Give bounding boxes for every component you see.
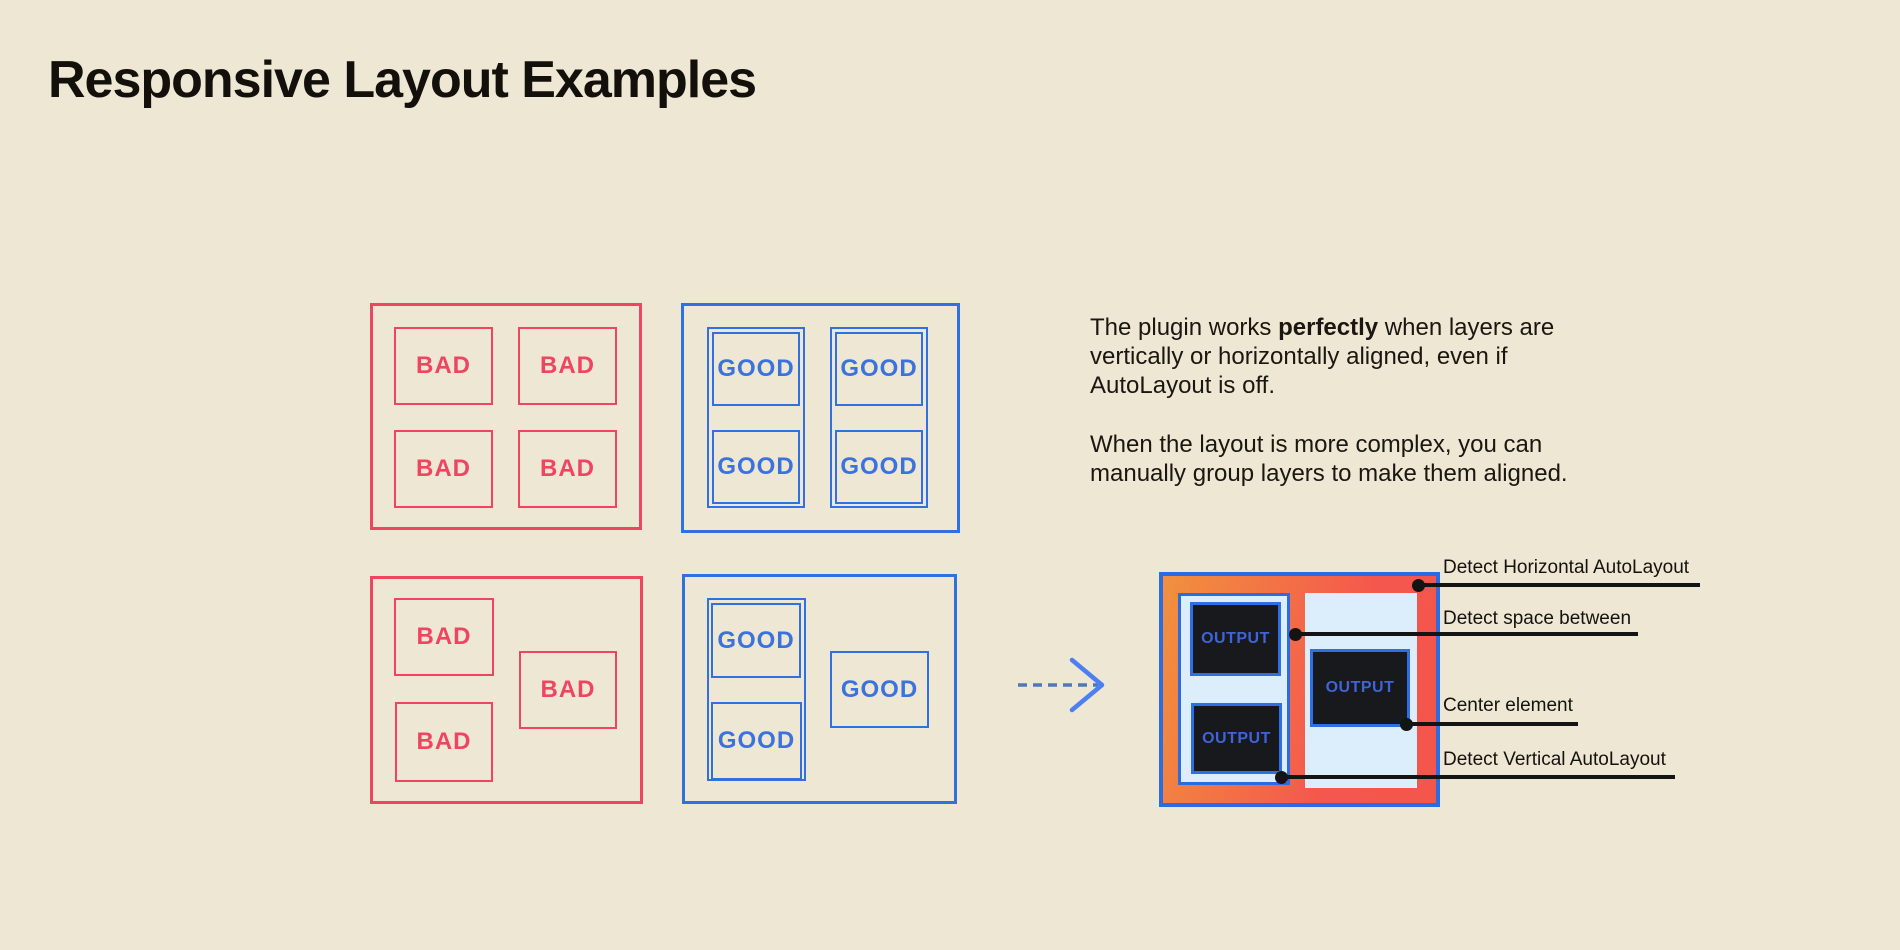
good-cell: GOOD <box>711 603 801 678</box>
annotation-line <box>1419 583 1700 587</box>
annotation-dot <box>1275 771 1288 784</box>
good-cell: GOOD <box>712 430 800 504</box>
output-box: OUTPUT <box>1191 703 1282 774</box>
annotation-label: Detect Horizontal AutoLayout <box>1443 557 1690 578</box>
annotation-label: Detect Vertical AutoLayout <box>1443 749 1666 770</box>
annotation-label: Detect space between <box>1443 608 1632 629</box>
good-column-wrapper: GOOD GOOD <box>707 327 805 508</box>
annotation-label: Center element <box>1443 695 1573 716</box>
annotation-dot <box>1289 628 1302 641</box>
bad-cell: BAD <box>395 702 493 782</box>
page-title: Responsive Layout Examples <box>48 51 757 109</box>
good-misaligned-group: GOOD GOOD GOOD <box>682 574 957 804</box>
good-aligned-group: GOOD GOOD GOOD GOOD <box>681 303 960 533</box>
result-right-panel: OUTPUT <box>1305 593 1417 788</box>
result-left-group: OUTPUT OUTPUT <box>1178 593 1290 785</box>
good-cell: GOOD <box>712 332 800 406</box>
bad-misaligned-group: BAD BAD BAD <box>370 576 643 804</box>
description-text: The plugin works perfectly when layers a… <box>1090 313 1570 488</box>
arrow-right-icon <box>1018 657 1105 713</box>
bad-cell: BAD <box>518 327 617 405</box>
bad-cell: BAD <box>394 327 493 405</box>
annotation-line <box>1296 632 1638 636</box>
annotation-dot <box>1400 718 1413 731</box>
annotation-dot <box>1412 579 1425 592</box>
annotation-line <box>1282 775 1675 779</box>
description-paragraph-1: The plugin works perfectly when layers a… <box>1090 314 1555 399</box>
output-box: OUTPUT <box>1310 649 1410 727</box>
bad-cell: BAD <box>394 430 493 508</box>
good-cell: GOOD <box>835 332 923 406</box>
good-cell: GOOD <box>835 430 923 504</box>
good-cell: GOOD <box>830 651 929 728</box>
annotation-line <box>1407 722 1578 726</box>
bad-aligned-group: BAD BAD BAD BAD <box>370 303 642 530</box>
bad-cell: BAD <box>518 430 617 508</box>
good-column-wrapper: GOOD GOOD <box>830 327 928 508</box>
bad-cell: BAD <box>519 651 617 729</box>
good-column-wrapper: GOOD GOOD <box>707 598 806 781</box>
result-diagram: OUTPUT OUTPUT OUTPUT <box>1159 572 1440 807</box>
description-paragraph-2: When the layout is more complex, you can… <box>1090 431 1568 487</box>
bad-cell: BAD <box>394 598 494 676</box>
description-bold: perfectly <box>1278 314 1379 341</box>
good-cell: GOOD <box>711 702 802 780</box>
output-box: OUTPUT <box>1190 602 1281 676</box>
